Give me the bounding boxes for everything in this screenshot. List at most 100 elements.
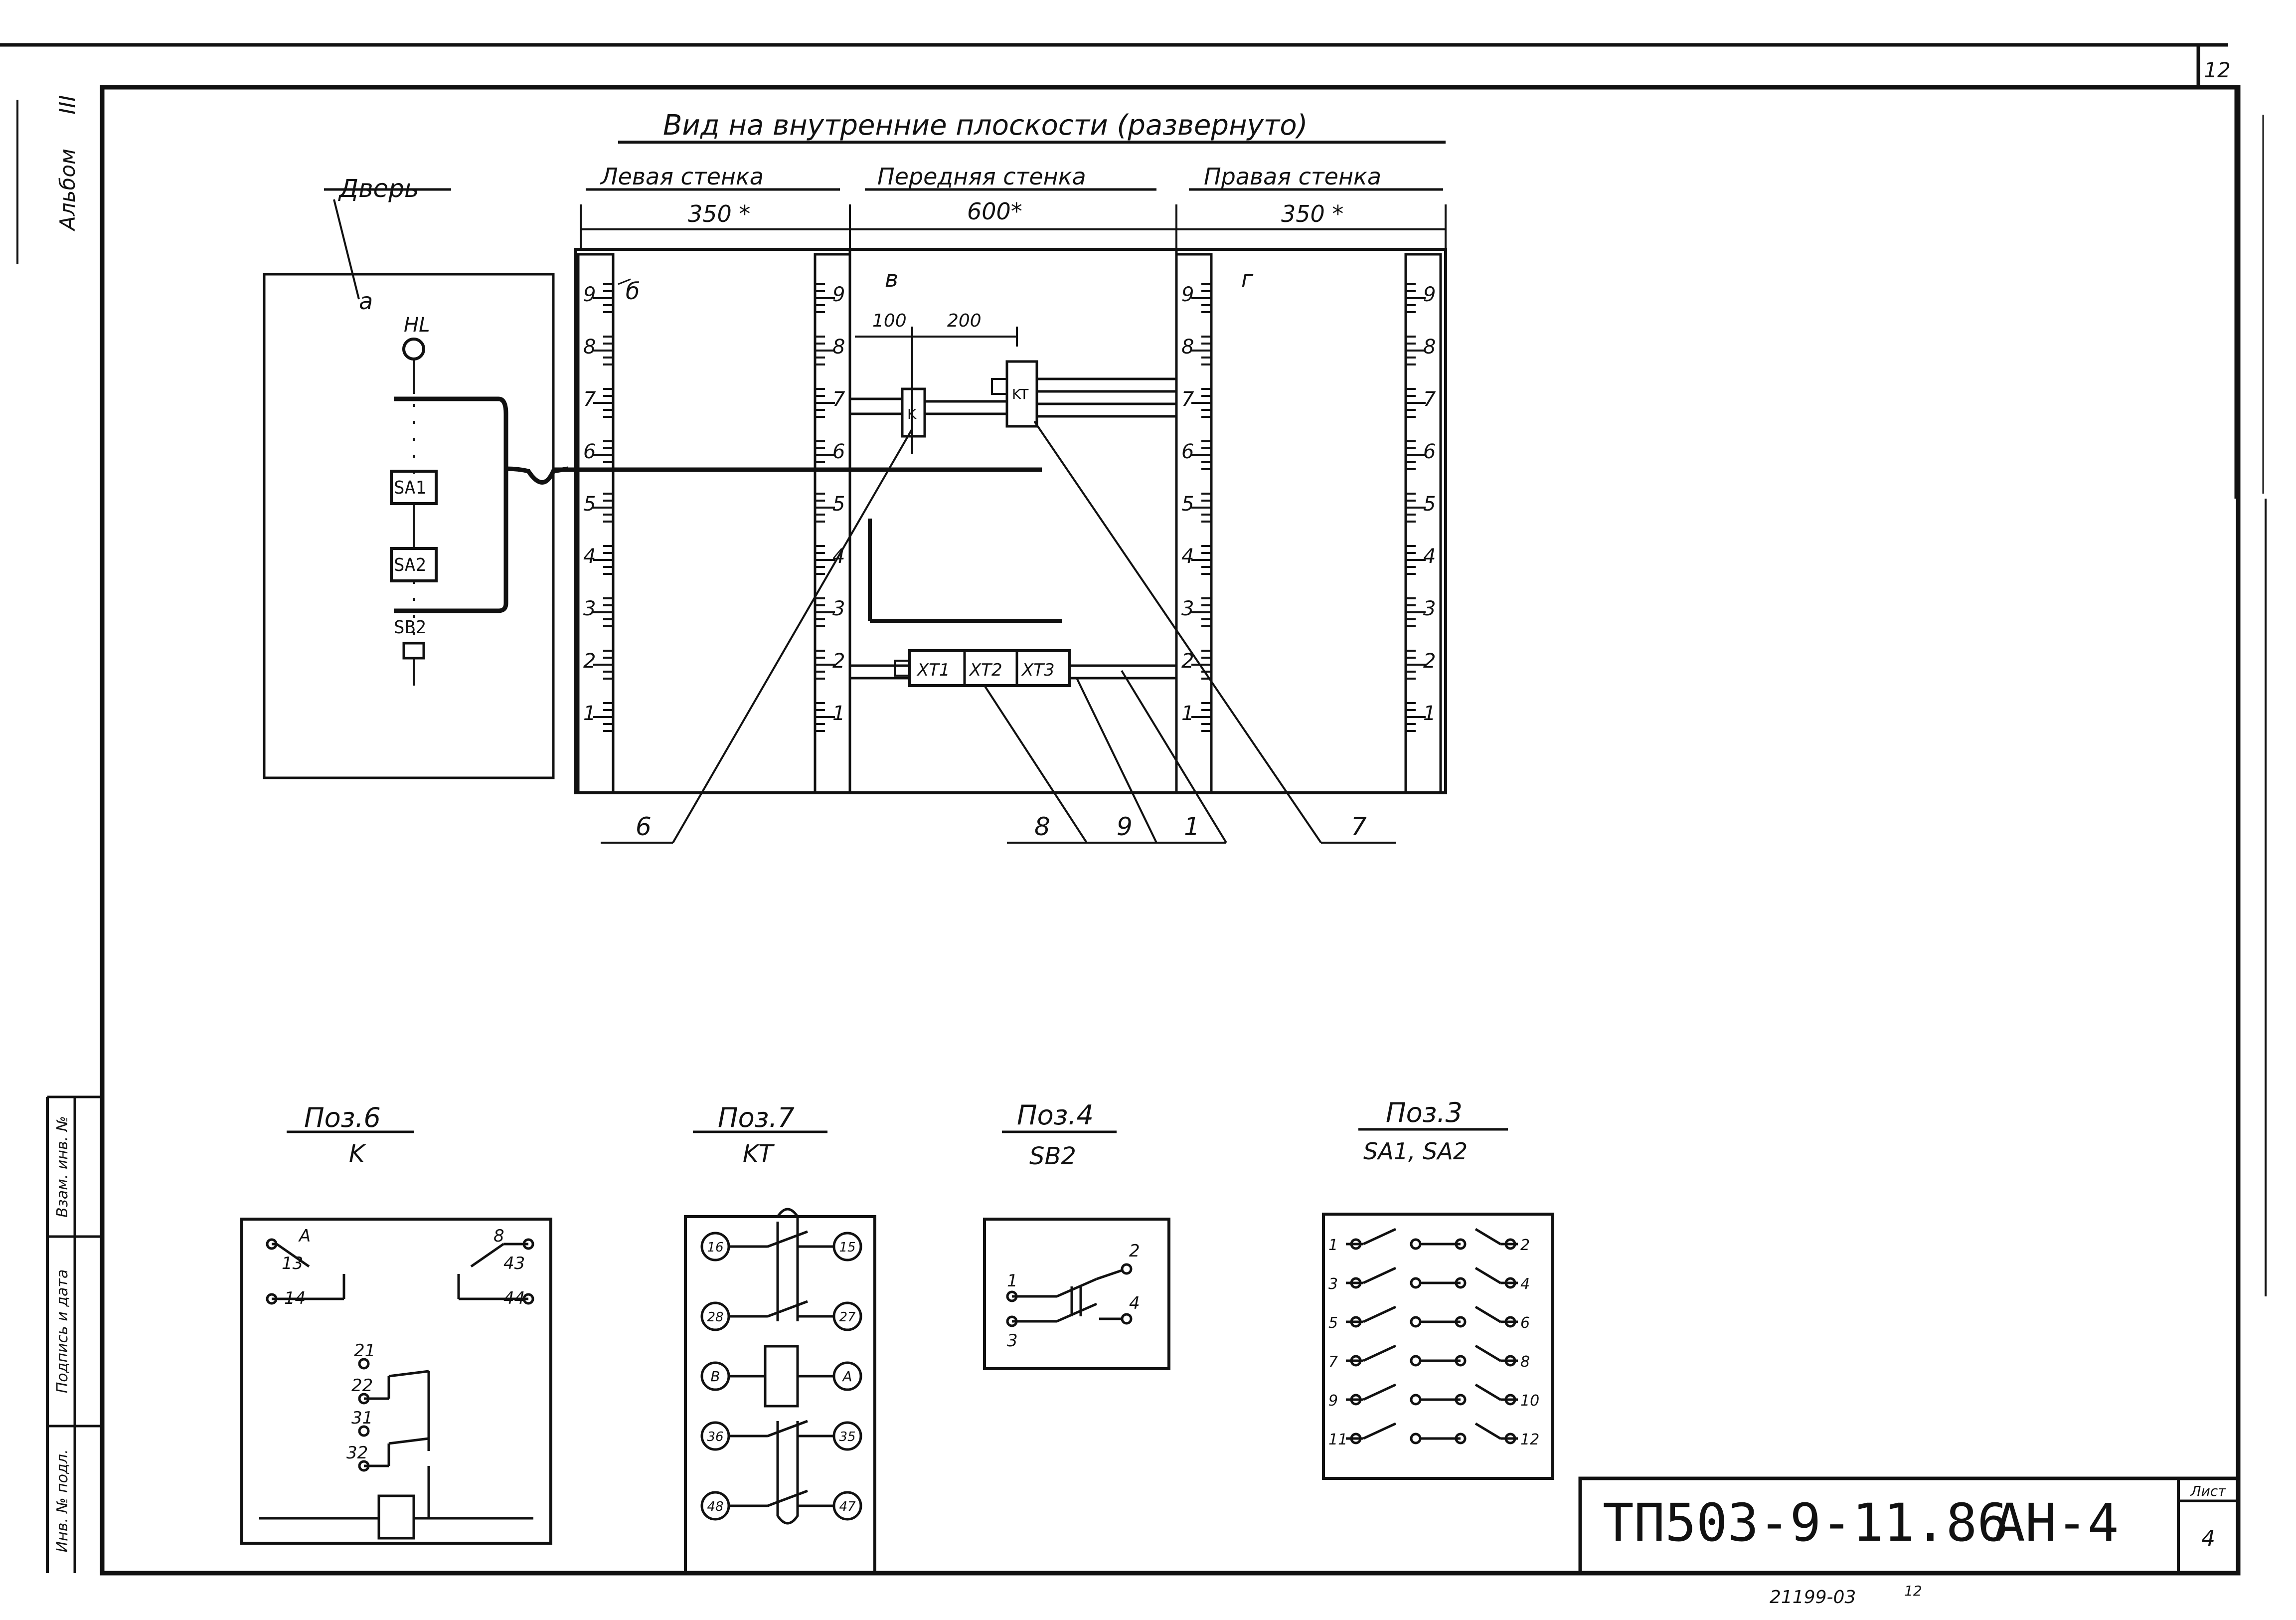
- device-kt: KT: [1012, 386, 1029, 402]
- pos3-switch-rows: [1346, 1228, 1518, 1444]
- switch-terminal-label: 10: [1520, 1392, 1539, 1410]
- ruler-number: 9: [832, 283, 845, 306]
- dim-100: 100: [872, 311, 907, 331]
- pos4-term-4: 4: [1129, 1293, 1140, 1313]
- switch-contact-line: [1362, 1383, 1397, 1401]
- front-wall-label: Передняя стенка: [877, 163, 1086, 190]
- ruler-number: 9: [583, 283, 596, 306]
- sheet-label: Лист: [2190, 1483, 2227, 1499]
- switch-terminal-dot: [1350, 1238, 1362, 1250]
- pos7-term-15: 15: [839, 1240, 855, 1255]
- left-wall-label: Левая стенка: [600, 163, 764, 190]
- pos7-term-47: 47: [839, 1499, 856, 1514]
- callout-6: 6: [636, 812, 652, 841]
- switch-terminal-dot: [1410, 1355, 1422, 1367]
- switch-contact-line: [1362, 1344, 1397, 1362]
- ruler-number: 3: [583, 597, 596, 620]
- ruler-number: 7: [1423, 388, 1436, 411]
- view-headings: Вид на внутренние плоскости (развернуто)…: [324, 109, 1446, 203]
- door-devices: [390, 338, 569, 686]
- pos7-term-28: 28: [707, 1310, 723, 1325]
- pos7-term-a: А: [841, 1368, 852, 1385]
- pos4-term-1: 1: [1007, 1271, 1018, 1291]
- front-wall-width: 600*: [967, 198, 1022, 225]
- right-wall-label: Правая стенка: [1204, 163, 1381, 190]
- pos6-term-22: 22: [351, 1376, 373, 1396]
- pos6-title: Поз.6: [304, 1102, 381, 1133]
- callout-1: 1: [1184, 812, 1200, 841]
- stamp-signature-date: Подпись и дата: [54, 1269, 71, 1394]
- switch-terminal-dot: [1350, 1316, 1362, 1328]
- pos7-term-35: 35: [839, 1430, 855, 1444]
- ruler-number: 8: [832, 336, 845, 359]
- left-wall-mark: б: [626, 278, 640, 305]
- document-code: ТП503-9-11.86: [1603, 1492, 2008, 1553]
- switch-terminal-dot: [1455, 1238, 1467, 1250]
- pos4-button-sb2: [983, 1218, 1170, 1370]
- stamp-replaced-inventory: Взам. инв. №: [54, 1116, 71, 1218]
- pos6-term-31: 31: [351, 1408, 373, 1428]
- pos4-term-2: 2: [1129, 1241, 1140, 1261]
- switch-terminal-label: 11: [1328, 1431, 1347, 1448]
- pos6-term-8: 8: [493, 1226, 504, 1246]
- switch-terminal-label: 12: [1520, 1431, 1539, 1448]
- copy-number: 21199-03: [1770, 1587, 1856, 1608]
- pos6-term-13: 13: [282, 1254, 303, 1273]
- sheet-number: 4: [2201, 1526, 2215, 1551]
- switch-terminal-label: 6: [1520, 1314, 1530, 1332]
- front-wall-content: [553, 327, 1176, 687]
- ruler-number: 1: [832, 702, 845, 725]
- ruler-number: 2: [583, 650, 596, 673]
- ruler-number: 1: [583, 702, 596, 725]
- switch-terminal-dot: [1410, 1394, 1422, 1406]
- callout-leaders: [601, 420, 1396, 844]
- ruler-number: 4: [1181, 545, 1194, 568]
- ruler-number: 6: [832, 440, 845, 463]
- stamp-inventory-original: Инв. № подл.: [54, 1449, 71, 1553]
- pos3-switch-body: [1322, 1213, 1554, 1480]
- pos7-term-16: 16: [707, 1240, 723, 1255]
- ruler-number: 3: [832, 597, 845, 620]
- switch-terminal-label: 3: [1328, 1275, 1338, 1293]
- ruler-number: 2: [1423, 650, 1436, 673]
- pos7-subtitle: KT: [743, 1140, 775, 1168]
- document-section: АН-4: [1994, 1492, 2119, 1553]
- album-number: III: [55, 95, 80, 115]
- ruler-number: 9: [1423, 283, 1436, 306]
- switch-terminal-dot: [1350, 1433, 1362, 1444]
- device-xt1: XT1: [916, 660, 950, 680]
- ruler-number: 9: [1181, 283, 1194, 306]
- ruler-number: 5: [1423, 493, 1436, 516]
- callout-7: 7: [1351, 812, 1367, 841]
- pos6-term-32: 32: [346, 1443, 368, 1463]
- ruler-number: 1: [1423, 702, 1436, 725]
- pos7-term-48: 48: [707, 1499, 723, 1514]
- ruler-number: 1: [1181, 702, 1194, 725]
- switch-terminal-dot: [1504, 1316, 1516, 1328]
- ruler-number: 3: [1181, 597, 1194, 620]
- switch-terminal-dot: [1350, 1355, 1362, 1367]
- switch-terminal-label: 1: [1328, 1237, 1338, 1254]
- device-sb2: SB2: [394, 617, 426, 638]
- switch-terminal-dot: [1455, 1316, 1467, 1328]
- switch-terminal-label: 4: [1520, 1275, 1530, 1293]
- switch-contact-line: [1475, 1228, 1501, 1246]
- callout-8: 8: [1034, 812, 1050, 841]
- copy-suffix: 12: [1904, 1583, 1922, 1599]
- switch-terminal-dot: [1410, 1277, 1422, 1289]
- ruler-number: 3: [1423, 597, 1436, 620]
- pos6-term-a: А: [298, 1226, 311, 1246]
- ruler-number: 5: [583, 493, 596, 516]
- pos7-term-27: 27: [839, 1310, 856, 1325]
- front-wall-mark: в: [885, 265, 898, 292]
- switch-terminal-dot: [1350, 1277, 1362, 1289]
- wall-frames: [574, 248, 1447, 794]
- switch-contact-line: [1475, 1344, 1501, 1362]
- pos6-term-14: 14: [284, 1288, 306, 1308]
- right-wall-mark: г: [1241, 265, 1254, 292]
- door-mark-a: а: [359, 288, 373, 315]
- switch-contact-line: [1475, 1266, 1501, 1284]
- switch-terminal-dot: [1410, 1316, 1422, 1328]
- switch-terminal-dot: [1455, 1394, 1467, 1406]
